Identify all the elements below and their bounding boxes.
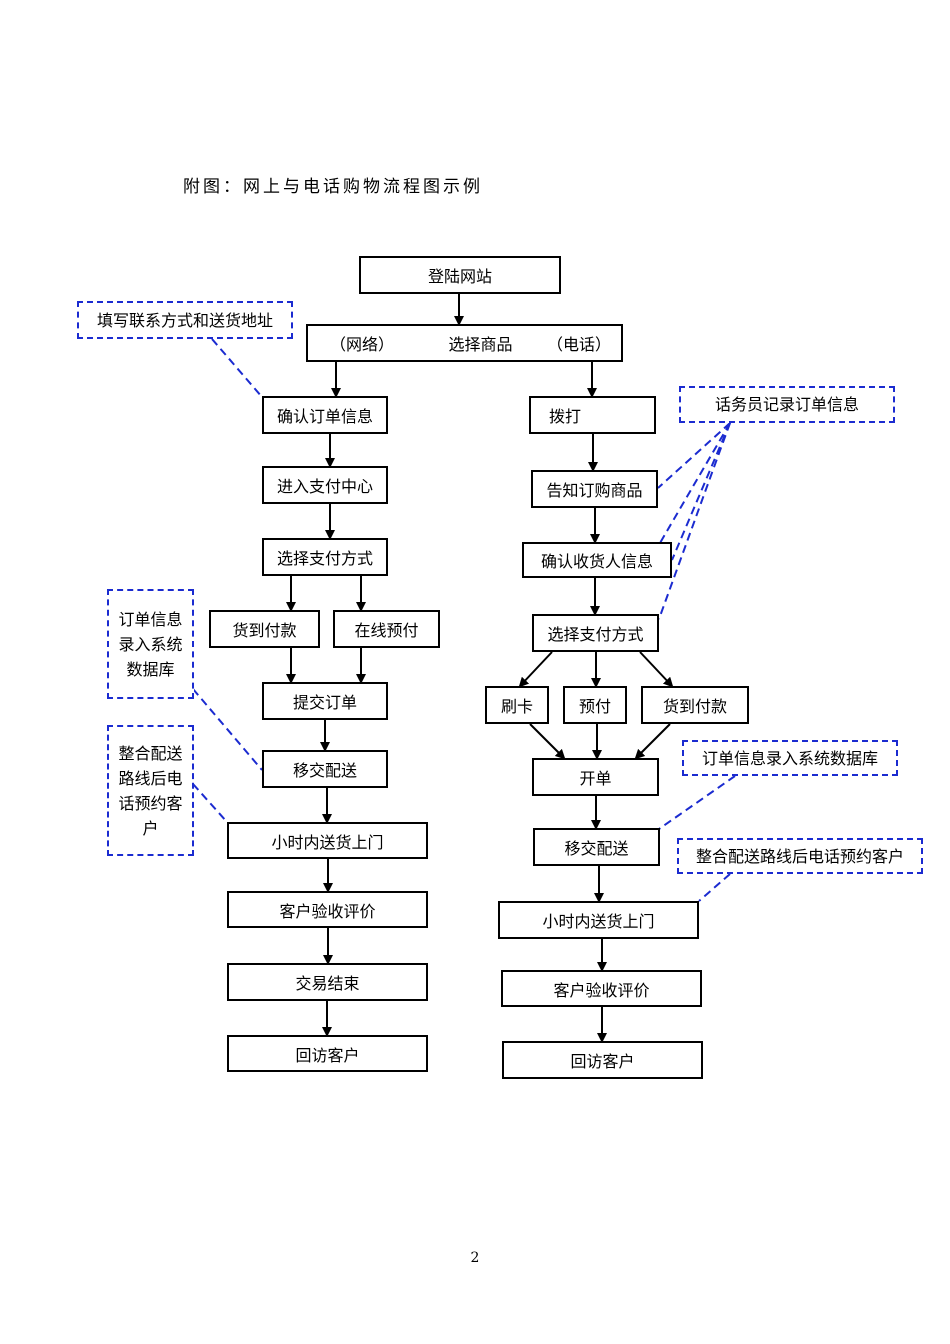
- dial-box: 拨打: [529, 396, 656, 434]
- note-link-operator-4: [658, 422, 731, 620]
- deal-finish-box: 交易结束: [227, 963, 428, 1001]
- online-prepay-box: 在线预付: [333, 610, 440, 648]
- choose-payment-box-left: 选择支付方式: [262, 538, 388, 576]
- note-operator-record: 话务员记录订单信息: [679, 386, 895, 423]
- note-route-call-right: 整合配送路线后电话预约客户: [677, 838, 923, 874]
- note-order-entry-right: 订单信息录入系统数据库: [682, 740, 898, 776]
- dial-label: 拨打: [549, 407, 582, 426]
- hand-over-delivery-box-right: 移交配送: [533, 828, 660, 866]
- note-link-operator-1: [657, 422, 731, 489]
- page-title: 附图：网上与电话购物流程图示例: [183, 177, 483, 197]
- deliver-door-box-left: 小时内送货上门: [227, 822, 428, 859]
- note-link-route-call-left: [192, 783, 228, 823]
- arrow-cod-to-invoice: [634, 723, 671, 760]
- cod-box-right: 货到付款: [641, 686, 749, 724]
- cod-box-left: 货到付款: [209, 610, 320, 648]
- deliver-door-box-right: 小时内送货上门: [498, 901, 699, 939]
- select-phone-label: （电话）: [546, 335, 611, 354]
- page-number: 2: [470, 1250, 480, 1266]
- note-route-call-left: 整合配送路线后电话预约客户: [107, 725, 194, 856]
- enter-payment-center-box: 进入支付中心: [262, 466, 388, 504]
- card-payment-box: 刷卡: [485, 686, 549, 724]
- arrow-choosepay-to-cod-r: [639, 651, 674, 688]
- submit-order-box: 提交订单: [262, 682, 388, 720]
- login-website-box: 登陆网站: [359, 256, 561, 294]
- arrow-choosepay-to-card: [518, 651, 553, 688]
- select-goods-box: （网络） 选择商品 （电话）: [306, 324, 623, 362]
- choose-payment-box-right: 选择支付方式: [532, 614, 659, 652]
- customer-accept-box-right: 客户验收评价: [501, 970, 702, 1007]
- note-link-route-call-right: [698, 873, 731, 902]
- arrow-card-to-invoice: [529, 723, 566, 760]
- prepay-box: 预付: [563, 686, 627, 724]
- tell-goods-box: 告知订购商品: [531, 470, 658, 508]
- note-fill-contact: 填写联系方式和送货地址: [77, 301, 293, 339]
- confirm-order-box: 确认订单信息: [262, 396, 388, 434]
- invoice-box: 开单: [532, 758, 659, 796]
- customer-accept-box-left: 客户验收评价: [227, 891, 428, 928]
- select-network-label: （网络）: [330, 335, 395, 354]
- note-link-fill-contact: [211, 338, 263, 398]
- note-link-order-entry-left: [192, 688, 263, 771]
- confirm-receiver-box: 确认收货人信息: [522, 542, 672, 578]
- revisit-customer-box-right: 回访客户: [502, 1041, 703, 1079]
- select-goods-label: 选择商品: [448, 335, 513, 354]
- note-order-entry-left: 订单信息录入系统数据库: [107, 589, 194, 699]
- note-link-operator-2: [659, 422, 731, 544]
- note-link-operator-3: [671, 422, 731, 561]
- revisit-customer-box-left: 回访客户: [227, 1035, 428, 1072]
- hand-over-delivery-box-left: 移交配送: [262, 750, 388, 788]
- note-link-order-entry-right: [658, 775, 736, 830]
